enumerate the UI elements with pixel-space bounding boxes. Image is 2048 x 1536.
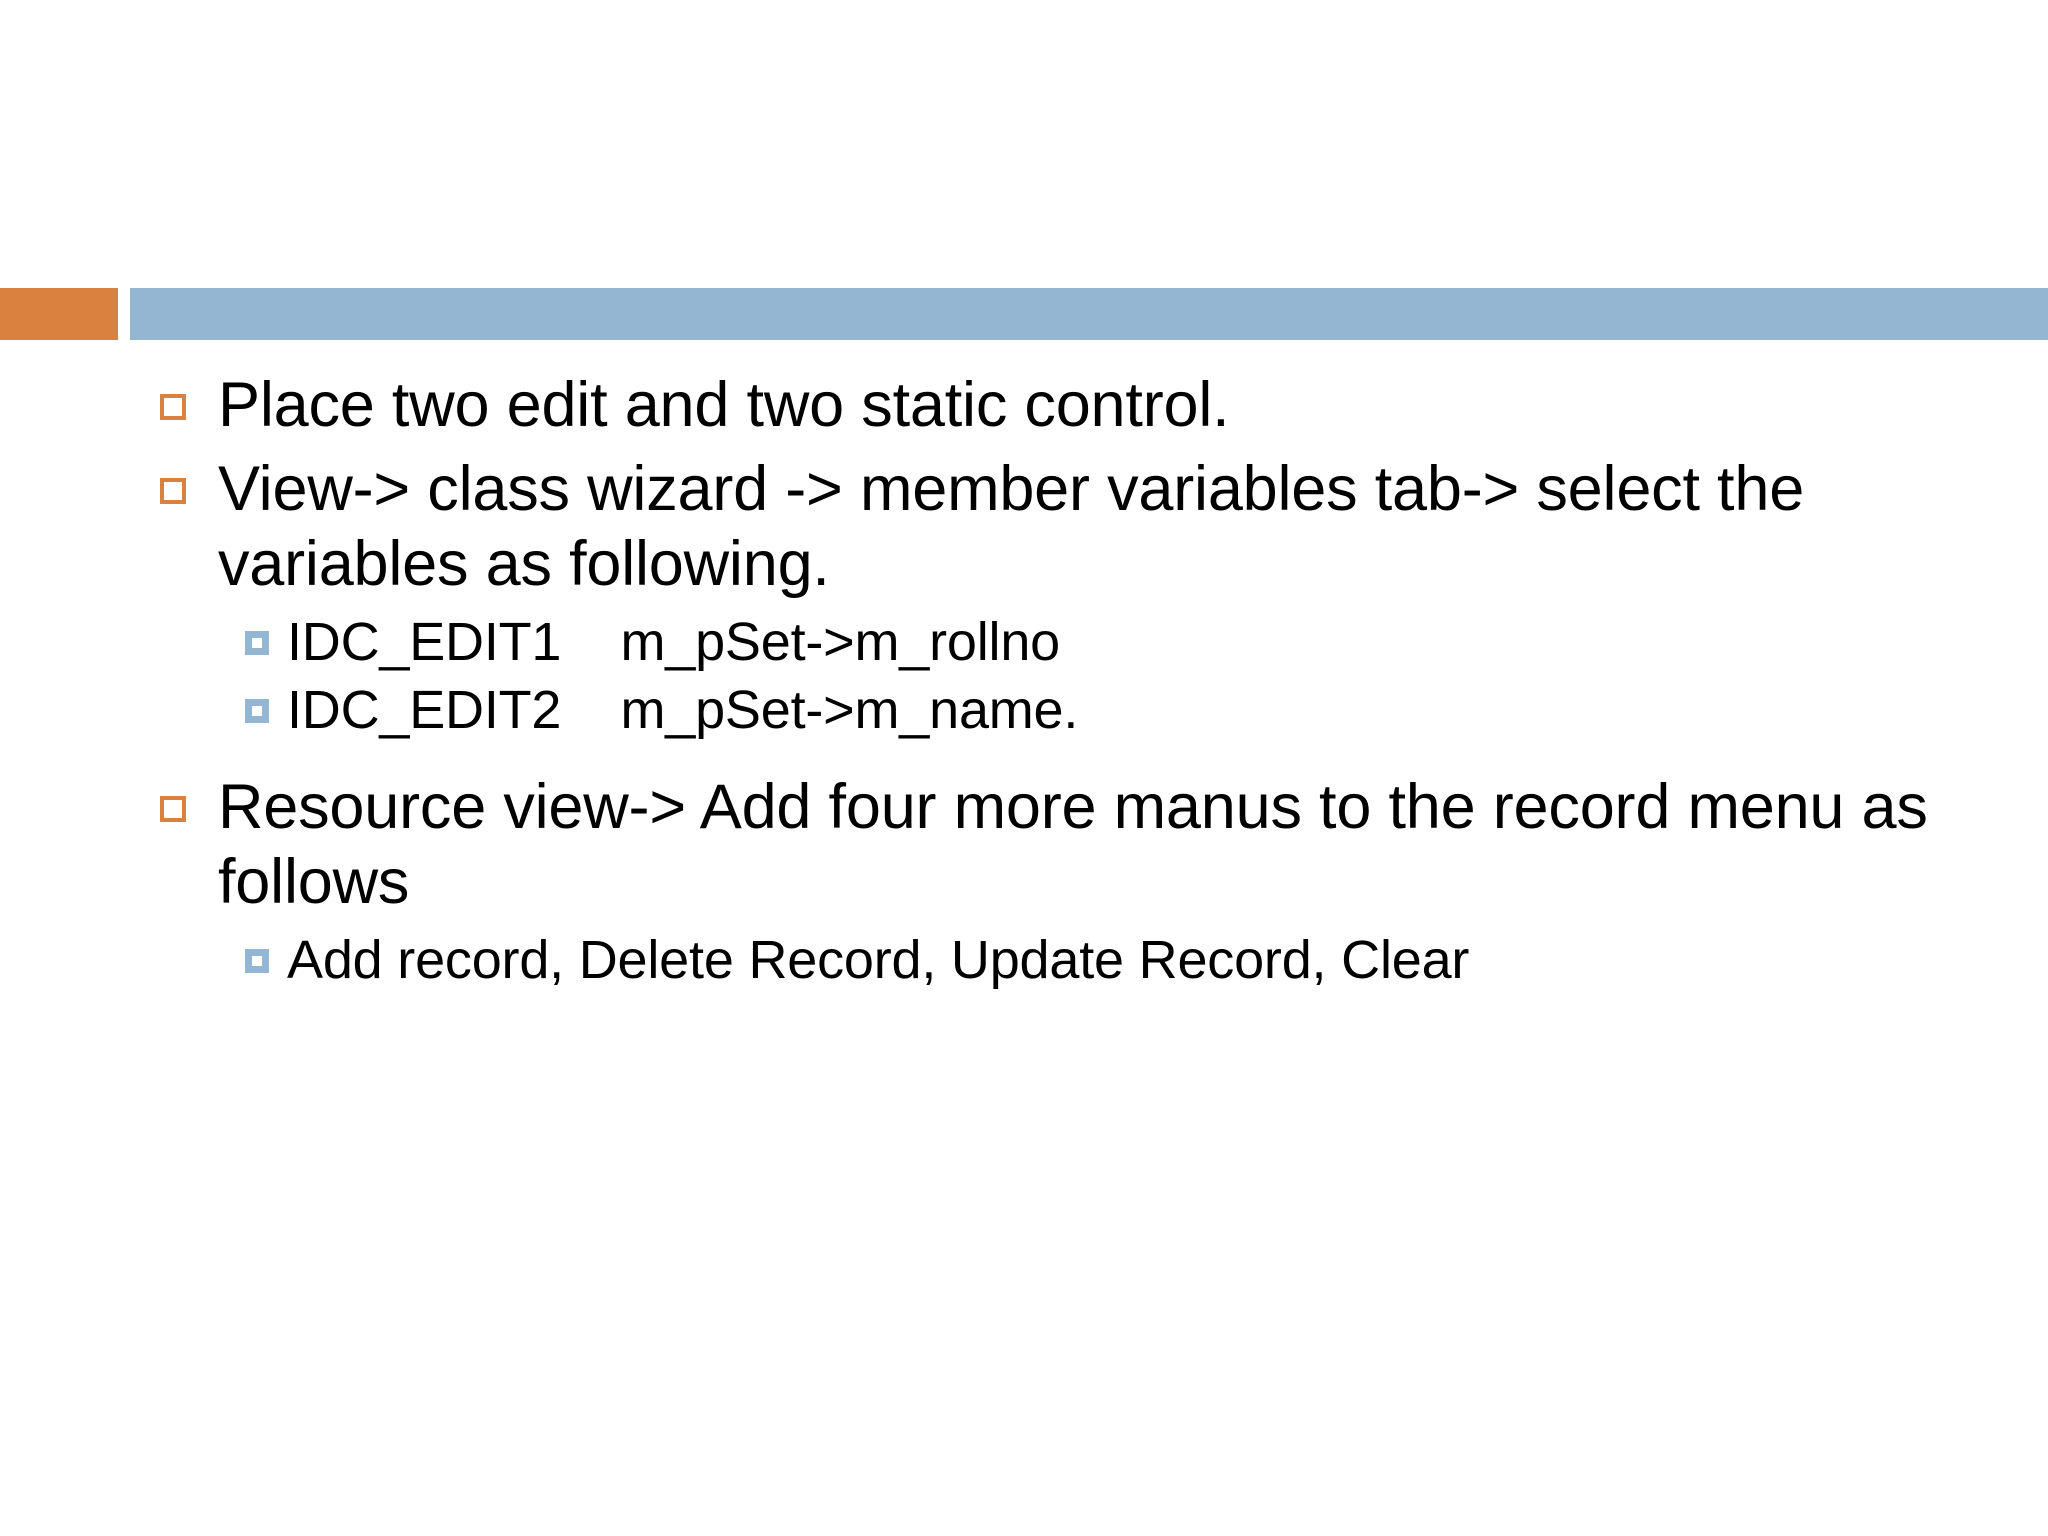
list-item: IDC_EDIT2 m_pSet->m_name. xyxy=(0,679,2048,743)
sub-bullet-square-icon xyxy=(245,929,287,974)
list-item: View-> class wizard -> member variables … xyxy=(0,452,2048,601)
list-item: IDC_EDIT1 m_pSet->m_rollno xyxy=(0,611,2048,675)
blue-title-bar xyxy=(130,288,2048,340)
list-item: Resource view-> Add four more manus to t… xyxy=(0,770,2048,919)
spacer xyxy=(0,746,2048,770)
slide-body: Place two edit and two static control. V… xyxy=(0,368,2048,997)
list-item: Add record, Delete Record, Update Record… xyxy=(0,929,2048,993)
list-item-label: Resource view-> Add four more manus to t… xyxy=(218,772,1928,917)
bullet-square-icon xyxy=(160,452,218,505)
list-item: Place two edit and two static control. xyxy=(0,368,2048,442)
list-item-label: Add record, Delete Record, Update Record… xyxy=(287,930,1470,991)
list-item-label: IDC_EDIT2 m_pSet->m_name. xyxy=(287,679,1079,740)
sub-bullet-square-icon xyxy=(245,611,287,655)
list-item-label: Place two edit and two static control. xyxy=(218,370,1230,440)
slide-header-decoration xyxy=(0,288,2048,340)
bullet-square-icon xyxy=(160,770,218,823)
bullet-square-icon xyxy=(160,368,218,420)
orange-accent-block xyxy=(0,288,118,340)
list-item-label: IDC_EDIT1 m_pSet->m_rollno xyxy=(287,611,1060,672)
sub-bullet-square-icon xyxy=(245,679,287,723)
list-item-label: View-> class wizard -> member variables … xyxy=(218,454,1805,599)
